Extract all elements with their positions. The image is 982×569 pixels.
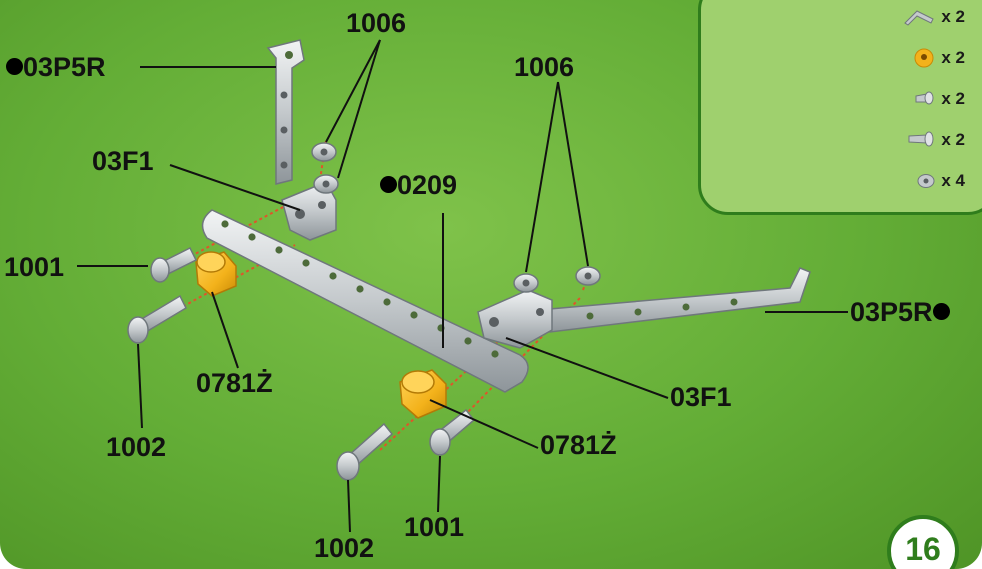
spacer-icon: [914, 48, 934, 68]
part-label-0209: 0209: [380, 170, 457, 200]
part-label-1002-left: 1002: [106, 432, 167, 462]
part-label-03f1-left: 03F1: [92, 146, 154, 176]
long-strip: [201, 209, 529, 393]
part-label-1001-left: 1001: [4, 252, 65, 282]
angle-bracket-right: [536, 267, 811, 333]
short-screw-icon: [915, 91, 934, 105]
screw-long-bottom: [336, 422, 394, 481]
parts-row-nut: x 4: [917, 169, 965, 193]
parts-row-short-screw: x 2: [913, 87, 965, 111]
spacer-right: [399, 369, 447, 419]
part-label-03f1-right: 03F1: [670, 382, 732, 412]
leader-lines: [77, 39, 848, 533]
part-label-1006-right: 1006: [514, 52, 575, 82]
part-label-03p5r-left: 03P5R: [6, 52, 106, 82]
part-label-0781z-right: 0781Ż: [540, 430, 617, 460]
part-label-03p5r-right: 03P5R: [850, 297, 950, 327]
spacer-left: [195, 251, 237, 297]
bullet-icon: [380, 176, 397, 193]
nut-icon: [917, 174, 935, 188]
long-screw-icon: [908, 131, 934, 147]
parts-row-spacer: x 2: [913, 46, 965, 70]
parts-list-panel: x 2 x 2 x 2 x: [698, 0, 982, 215]
part-label-1002-bottom: 1002: [314, 533, 375, 563]
angle-bracket-icon: [904, 10, 935, 26]
screw-long-left: [127, 294, 187, 344]
part-label-0781z-left: 0781Ż: [196, 368, 273, 398]
bullet-icon: [6, 58, 23, 75]
part-label-1006-left: 1006: [346, 8, 407, 38]
angle-block-right: [477, 289, 553, 349]
bullet-icon: [932, 303, 950, 320]
page-number-badge: 16: [887, 515, 959, 569]
nuts: [311, 142, 601, 293]
angle-bracket-upper: [266, 39, 305, 185]
screw-short-left: [150, 246, 198, 283]
part-label-1001-bottom: 1001: [404, 512, 465, 542]
parts-row-long-screw: x 2: [907, 128, 965, 152]
parts-row-angle-bracket: x 2: [903, 5, 965, 29]
